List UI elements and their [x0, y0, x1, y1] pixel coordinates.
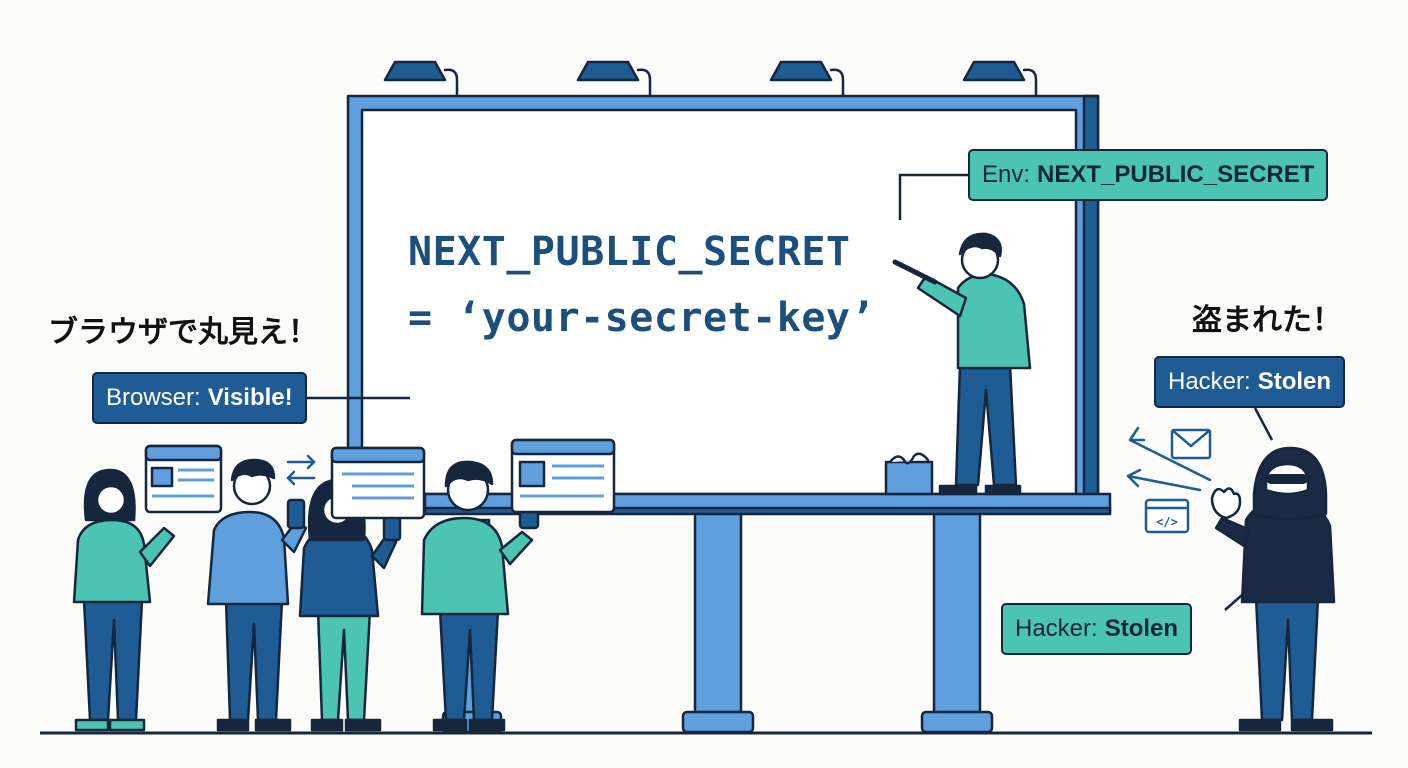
hacker-label-bottom-value: Stolen — [1104, 615, 1179, 642]
browser-label-prefix: Browser: — [106, 384, 201, 411]
painter-person — [892, 232, 1032, 496]
envelope-icon — [1170, 428, 1212, 460]
hacker-label-top: Hacker: Stolen — [1154, 356, 1346, 408]
hacker-label-top-value: Stolen — [1257, 368, 1332, 395]
env-label-prefix: Env: — [982, 161, 1031, 188]
paint-bucket-icon — [884, 452, 934, 496]
spotlight-icon — [383, 60, 459, 97]
hacker-label-top-prefix: Hacker: — [1168, 368, 1251, 395]
spotlight-icon — [769, 60, 845, 97]
browser-window-icon — [510, 438, 616, 514]
spotlight-icon — [576, 60, 652, 97]
browser-caption-jp: ブラウザで丸見え！ — [48, 315, 318, 350]
person-4 — [420, 460, 540, 732]
person-3 — [298, 478, 402, 732]
data-leak-arrows — [1126, 426, 1212, 492]
billboard-code-line-1: NEXT_PUBLIC_SECRET — [408, 229, 851, 275]
spotlights — [383, 60, 1038, 97]
person-2 — [206, 458, 308, 732]
browser-label: Browser: Visible! — [92, 372, 307, 424]
spotlight-icon — [962, 60, 1038, 97]
browser-window-icon — [330, 446, 426, 520]
browser-window-icon — [144, 444, 223, 514]
swap-arrows-icon — [286, 454, 316, 486]
env-label: Env: NEXT_PUBLIC_SECRET — [968, 149, 1329, 201]
env-label-value: NEXT_PUBLIC_SECRET — [1037, 161, 1315, 188]
browser-label-value: Visible! — [207, 384, 293, 411]
code-icon-text: </> — [1156, 515, 1178, 529]
hacker-label-bottom-prefix: Hacker: — [1015, 615, 1098, 642]
hacker-person — [1210, 446, 1336, 732]
hacker-label-bottom: Hacker: Stolen — [1001, 603, 1193, 655]
code-file-icon: </> — [1144, 498, 1190, 534]
person-1 — [72, 468, 176, 732]
hacker-caption-jp: 盗まれた！ — [1192, 303, 1342, 338]
billboard-code-line-2: = ‘your-secret-key’ — [408, 295, 876, 341]
